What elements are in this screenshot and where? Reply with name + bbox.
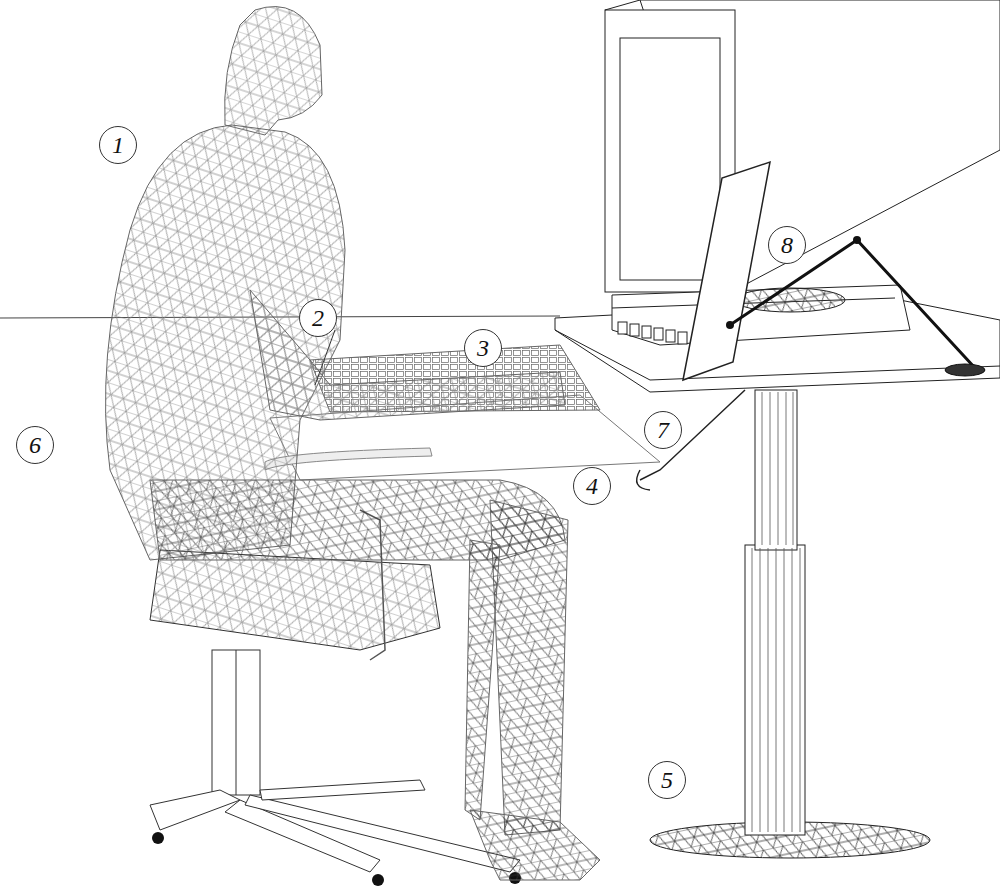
callout-number: 6 (29, 433, 41, 457)
callout-number: 7 (657, 418, 669, 442)
callout-circle: 8 (767, 225, 807, 265)
callout-number: 3 (477, 336, 489, 360)
callout-circle: 3 (463, 328, 503, 368)
callout-number: 5 (661, 768, 673, 792)
callout-circle: 7 (643, 410, 683, 450)
callout-circle: 4 (572, 466, 612, 506)
callout-number: 1 (112, 133, 124, 157)
callout-circle: 1 (98, 125, 138, 165)
callout-circle: 2 (298, 298, 338, 338)
callout-circle: 5 (647, 760, 687, 800)
callout-circle: 6 (15, 425, 55, 465)
callout-number: 8 (781, 233, 793, 257)
callout-number: 2 (312, 306, 324, 330)
callout-number: 4 (586, 474, 598, 498)
